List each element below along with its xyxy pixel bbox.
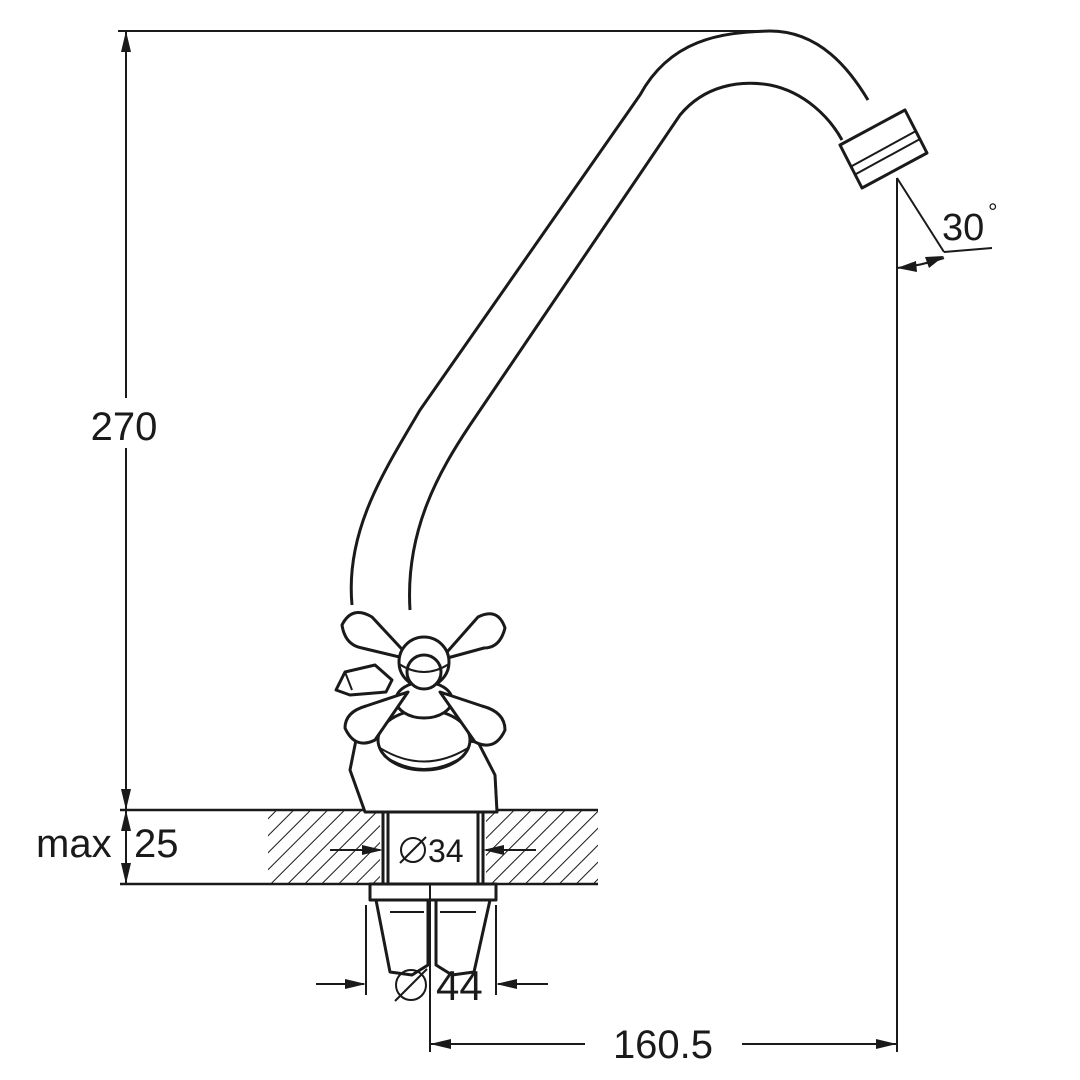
spout-angle-label: 30 [942,207,984,249]
base-diameter-label: 44 [436,962,483,1009]
height-dimension-label: 270 [91,405,158,449]
degree-symbol: ° [988,199,998,226]
cross-handle [340,611,507,747]
countertop-hatch-right [486,810,598,884]
max-label: max [36,822,112,866]
thickness-dimension-label: 25 [134,822,179,866]
diameter-icon [394,968,428,1002]
aerator [838,108,929,190]
diameter-icon [399,836,427,864]
mounting-shank [368,882,498,977]
dimension-lines [118,30,993,1052]
reach-dimension-label: 160.5 [613,1023,713,1067]
countertop-hatch-left [268,810,380,884]
hole-diameter-label: 34 [428,833,464,869]
countertop [120,808,598,886]
spout [349,29,870,611]
dimension-labels: 270 max 25 34 44 160.5 30 ° [36,199,998,1067]
faucet-body [334,663,499,814]
